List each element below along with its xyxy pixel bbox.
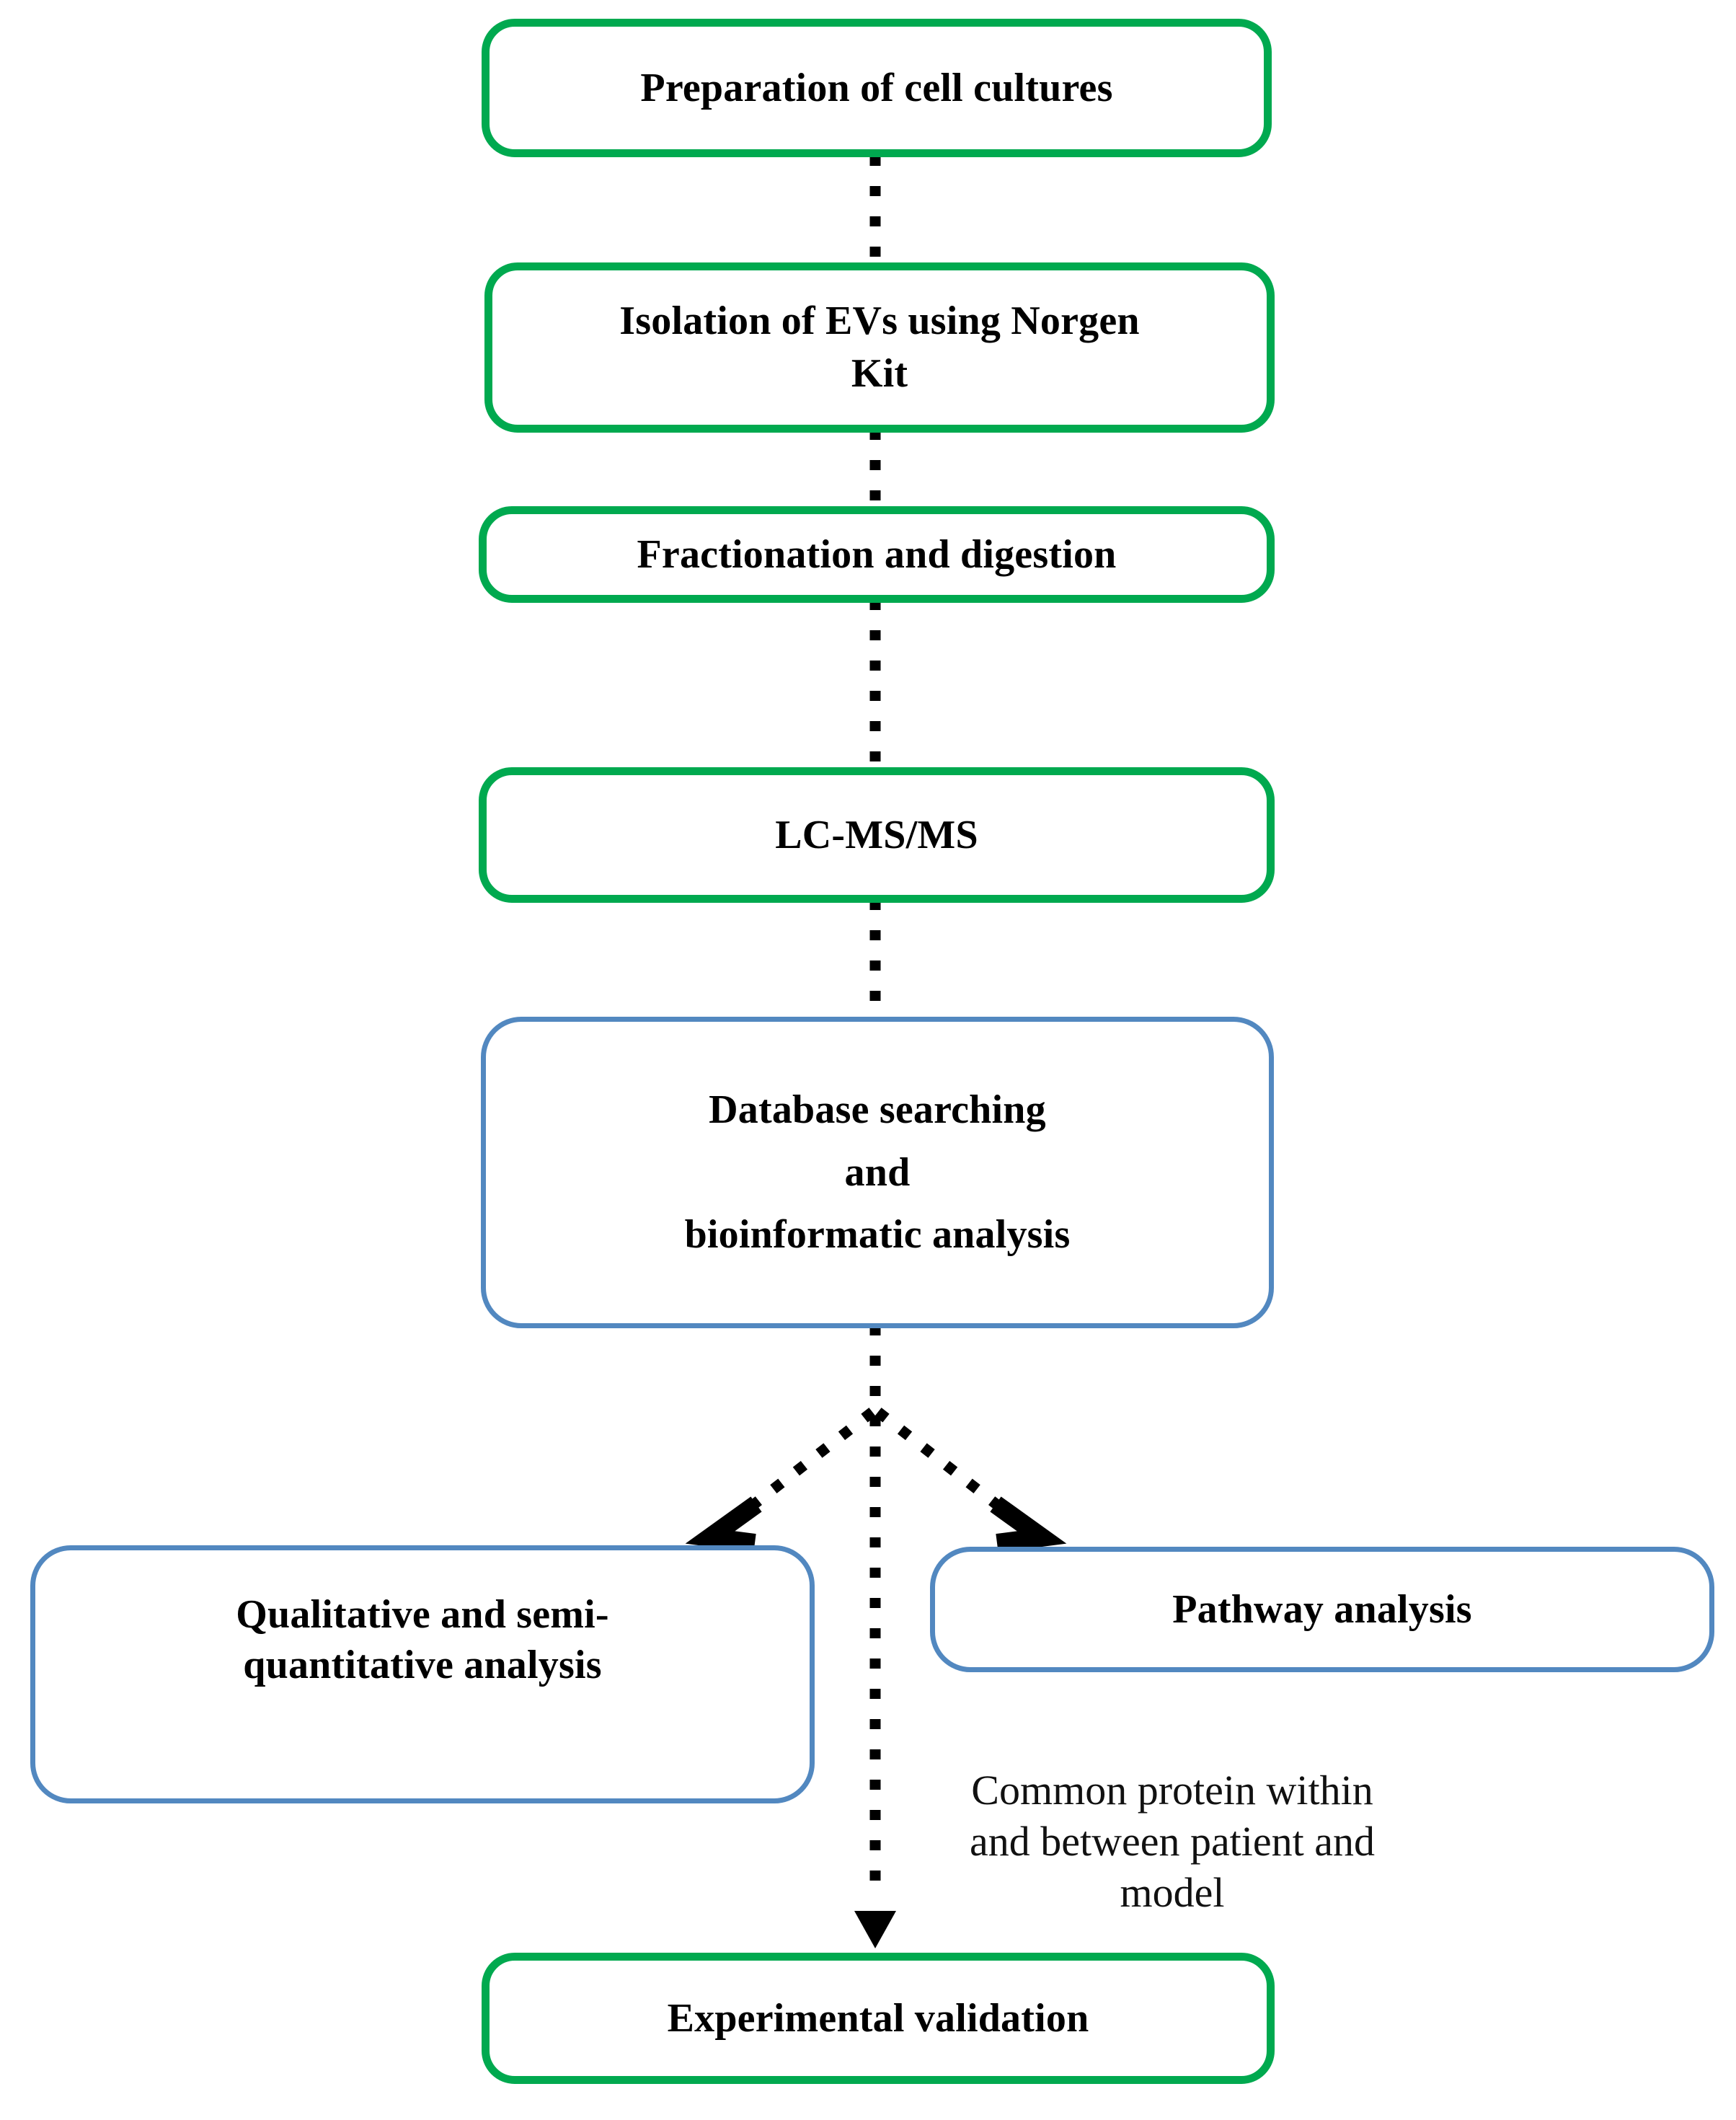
arrowhead-validation-solid: [854, 1911, 896, 1948]
node-database-searching[interactable]: Database searching and bioinformatic ana…: [481, 1017, 1274, 1328]
node-pathway-label: Pathway analysis: [1172, 1586, 1472, 1632]
node-lcmsms-label: LC-MS/MS: [775, 812, 978, 857]
edge-branch-left: [717, 1408, 876, 1534]
node-lc-ms-ms[interactable]: LC-MS/MS: [479, 767, 1275, 903]
arrowhead-left-open: [685, 1496, 762, 1553]
node-database-label: Database searching and bioinformatic ana…: [684, 1087, 1071, 1258]
node-pathway-analysis[interactable]: Pathway analysis: [930, 1547, 1714, 1672]
node-preparation-of-cell-cultures[interactable]: Preparation of cell cultures: [482, 19, 1272, 157]
node-fractionation-and-digestion[interactable]: Fractionation and digestion: [479, 506, 1275, 603]
node-experimental-validation[interactable]: Experimental validation: [482, 1953, 1275, 2084]
node-isolation-label: Isolation of EVs using Norgen Kit: [619, 299, 1140, 396]
node-isolation-of-evs[interactable]: Isolation of EVs using Norgen Kit: [484, 262, 1275, 433]
node-fractionation-label: Fractionation and digestion: [637, 531, 1117, 577]
node-qualitative-label: Qualitative and semi- quantitative analy…: [236, 1592, 609, 1687]
arrowhead-right-open: [990, 1496, 1067, 1553]
annotation-common-protein: Common protein within and between patien…: [969, 1767, 1376, 1916]
edge-branch-right: [874, 1408, 1033, 1534]
node-qualitative-analysis[interactable]: Qualitative and semi- quantitative analy…: [30, 1545, 815, 1803]
node-validation-label: Experimental validation: [667, 1995, 1089, 2041]
node-preparation-label: Preparation of cell cultures: [640, 65, 1113, 110]
